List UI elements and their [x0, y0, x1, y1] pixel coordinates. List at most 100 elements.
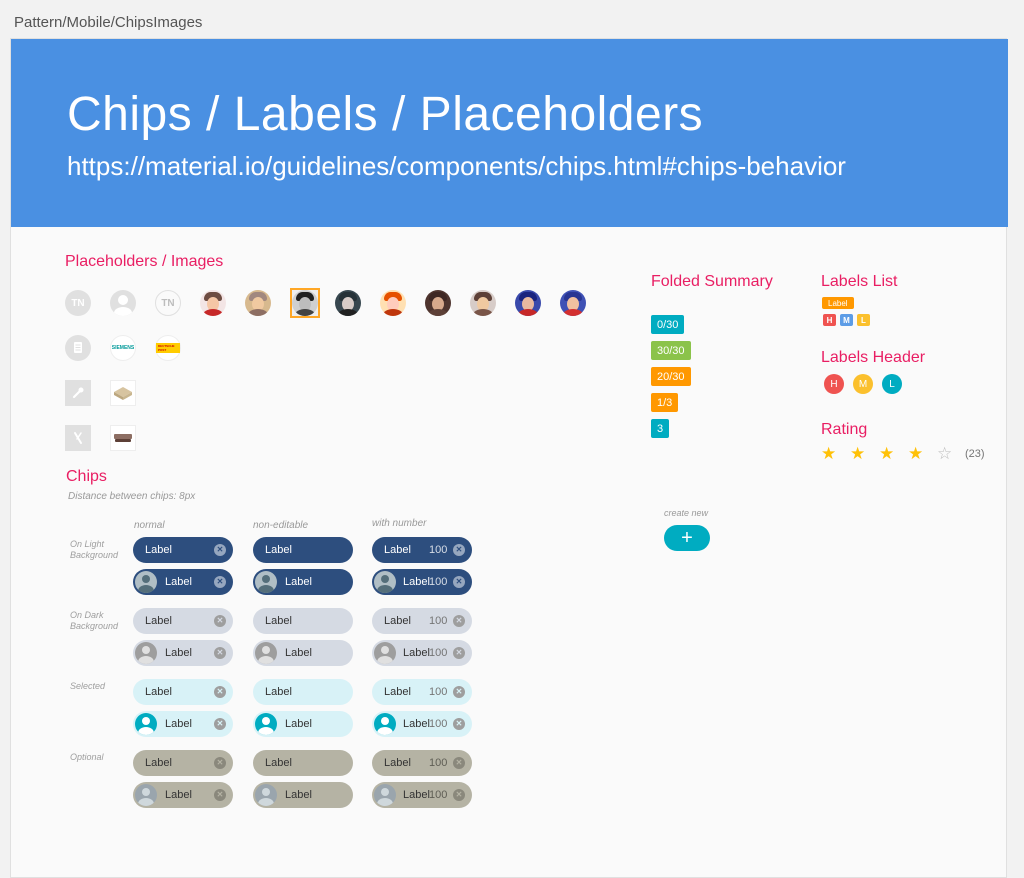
close-icon[interactable]: ✕: [453, 615, 465, 627]
chip-label: Label: [403, 576, 430, 588]
avatar-head: [142, 717, 150, 725]
summary-badge: 20/30: [651, 367, 691, 386]
avatar-icon: [135, 642, 157, 664]
chip-label: Label: [403, 789, 430, 801]
breadcrumb: Pattern/Mobile/ChipsImages: [14, 14, 203, 31]
user-avatar: [380, 290, 406, 316]
chip-selected-non-editable[interactable]: Label: [253, 679, 353, 705]
chip-selected-normal-avatar[interactable]: Label ✕: [133, 711, 233, 737]
person-placeholder-icon: [110, 290, 136, 316]
chip-label: Label: [403, 718, 430, 730]
close-icon[interactable]: ✕: [214, 615, 226, 627]
close-icon[interactable]: ✕: [453, 576, 465, 588]
placeholders-title: Placeholders / Images: [65, 253, 224, 270]
chip-number: 100: [429, 544, 448, 556]
siemens-logo: SIEMENS: [110, 335, 136, 361]
star-filled-icon[interactable]: ★: [908, 444, 924, 463]
chip-label: Label: [384, 757, 411, 769]
rating-count: (23): [965, 448, 985, 460]
chip-optional-normal-avatar[interactable]: Label ✕: [133, 782, 233, 808]
chip-number: 100: [429, 757, 448, 769]
chip-dark-non-editable[interactable]: Label: [253, 608, 353, 634]
avatar-head: [262, 575, 270, 583]
chip-selected-normal[interactable]: Label✕: [133, 679, 233, 705]
chip-light-normal[interactable]: Label✕: [133, 537, 233, 563]
chip-dark-normal-avatar[interactable]: Label✕: [133, 640, 233, 666]
chip-optional-normal[interactable]: Label ✕: [133, 750, 233, 776]
initials-outline-placeholder: TN: [155, 290, 181, 316]
star-filled-icon[interactable]: ★: [850, 444, 866, 463]
chip-label: Label: [285, 718, 312, 730]
star-filled-icon[interactable]: ★: [879, 444, 895, 463]
chip-label: Label: [384, 615, 411, 627]
tools-icon: [65, 425, 91, 451]
selected-avatar: [290, 288, 320, 318]
close-icon[interactable]: ✕: [453, 686, 465, 698]
avatar-body: [377, 727, 393, 735]
chip-optional-non-editable[interactable]: Label: [253, 750, 353, 776]
chip-label: Label: [145, 615, 172, 627]
avatar-icon: [135, 713, 157, 735]
chip-optional-non-editable-avatar[interactable]: Label: [253, 782, 353, 808]
row-optional: Optional: [70, 752, 104, 762]
summary-badge: 3: [651, 419, 670, 438]
avatar-body: [138, 727, 154, 735]
column-with-number: with number: [372, 518, 427, 529]
chip-label: Label: [265, 615, 292, 627]
create-new-button[interactable]: +: [664, 525, 710, 551]
chip-number: 100: [429, 718, 448, 730]
chip-label: Label: [285, 647, 312, 659]
priority-badge: M: [853, 374, 873, 394]
chip-optional-number[interactable]: Label 100 ✕: [372, 750, 472, 776]
close-icon[interactable]: ✕: [214, 757, 226, 769]
chip-label: Label: [265, 757, 292, 769]
chip-light-non-editable-avatar[interactable]: Label: [253, 569, 353, 595]
avatar-body: [138, 656, 154, 664]
close-icon[interactable]: ✕: [214, 576, 226, 588]
star-filled-icon[interactable]: ★: [821, 444, 837, 463]
chip-label: Label: [165, 718, 192, 730]
chip-label: Label: [165, 789, 192, 801]
star-empty-icon[interactable]: ☆: [937, 444, 953, 463]
user-avatar: [560, 290, 586, 316]
close-icon[interactable]: ✕: [453, 647, 465, 659]
close-icon[interactable]: ✕: [214, 789, 226, 801]
deutsche-post-logo: DEUTSCHE POST: [155, 335, 181, 361]
avatar-body: [138, 585, 154, 593]
header-banner: Chips / Labels / Placeholders https://ma…: [11, 39, 1008, 227]
chip-light-normal-avatar[interactable]: Label✕: [133, 569, 233, 595]
close-icon[interactable]: ✕: [214, 544, 226, 556]
close-icon[interactable]: ✕: [453, 789, 465, 801]
chip-dark-normal[interactable]: Label ✕: [133, 608, 233, 634]
avatar-head: [381, 717, 389, 725]
chip-light-non-editable[interactable]: Label: [253, 537, 353, 563]
chip-label: Label: [265, 686, 292, 698]
close-icon[interactable]: ✕: [453, 757, 465, 769]
close-icon[interactable]: ✕: [214, 647, 226, 659]
user-avatar: [515, 290, 541, 316]
chip-label: Label: [145, 757, 172, 769]
folded-summary-title: Folded Summary: [651, 273, 773, 290]
chip-label: Label: [403, 647, 430, 659]
priority-label: M: [840, 314, 853, 326]
guideline-link[interactable]: https://material.io/guidelines/component…: [67, 151, 846, 181]
initials-placeholder: TN: [65, 290, 91, 316]
close-icon[interactable]: ✕: [214, 718, 226, 730]
close-icon[interactable]: ✕: [453, 544, 465, 556]
avatar-icon: [255, 713, 277, 735]
chip-dark-non-editable-avatar[interactable]: Label: [253, 640, 353, 666]
summary-badge: 0/30: [651, 315, 685, 334]
close-icon[interactable]: ✕: [453, 718, 465, 730]
avatar-icon: [374, 784, 396, 806]
chip-selected-non-editable-avatar[interactable]: Label: [253, 711, 353, 737]
avatar-head: [262, 646, 270, 654]
avatar-icon: [135, 571, 157, 593]
close-icon[interactable]: ✕: [214, 686, 226, 698]
